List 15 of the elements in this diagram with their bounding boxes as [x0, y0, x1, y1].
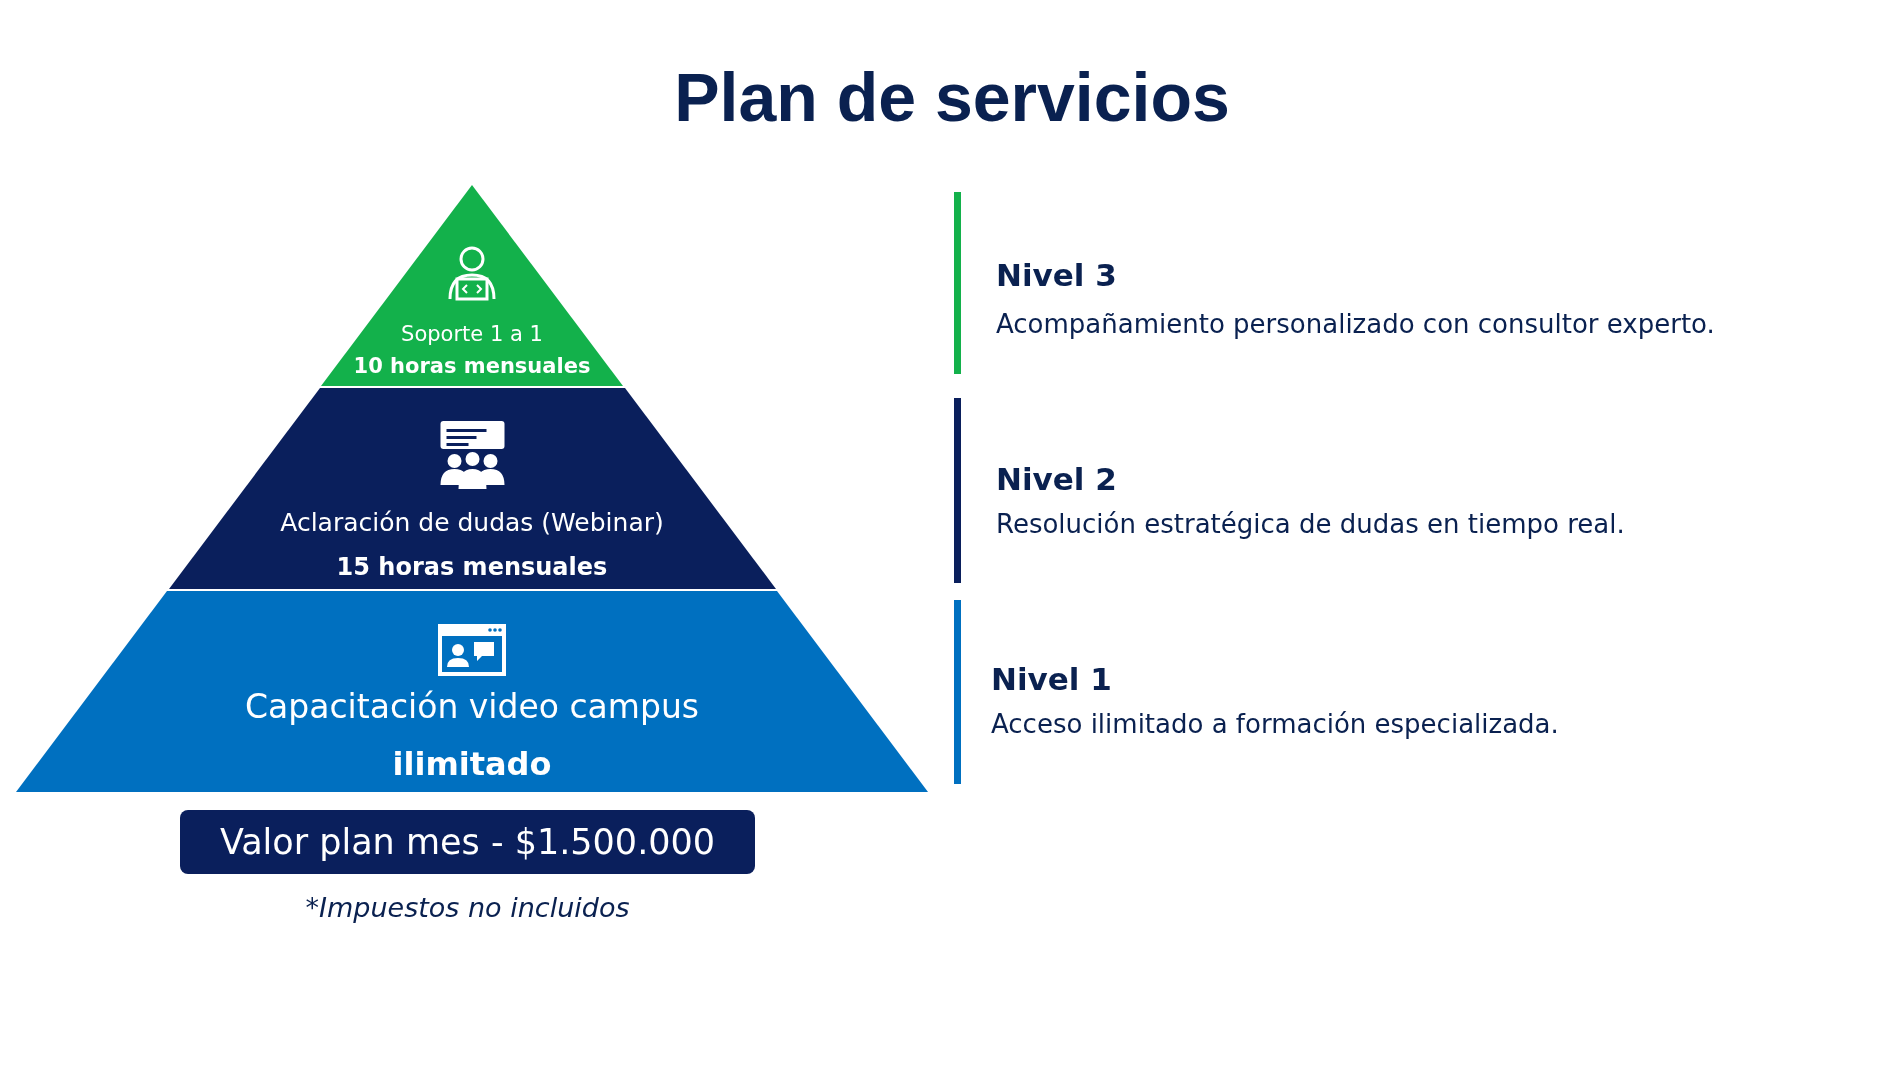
level-description: Resolución estratégica de dudas en tiempo real.	[996, 508, 1625, 539]
tier-service: Aclaración de dudas (Webinar)	[280, 507, 664, 537]
note: *Impuestos no incluidos	[304, 892, 631, 923]
level-heading: Nivel 2	[996, 460, 1117, 497]
level-description: Acceso ilimitado a formación especializada.	[991, 708, 1559, 739]
tier-hours: 15 horas mensuales	[336, 553, 608, 582]
tier-service: Soporte 1 a 1	[401, 322, 543, 347]
tier-service: Capacitación video campus	[245, 686, 699, 726]
tier-hours: ilimitado	[392, 745, 552, 784]
level-description: Acompañamiento personalizado con consultor experto.	[996, 308, 1715, 339]
price-box: Valor plan mes - $1.500.000	[180, 810, 755, 874]
level-heading: Nivel 3	[996, 256, 1117, 293]
tier-hours: 10 horas mensuales	[353, 354, 591, 379]
title: Plan de servicios	[673, 58, 1231, 136]
level-heading: Nivel 1	[991, 660, 1112, 697]
